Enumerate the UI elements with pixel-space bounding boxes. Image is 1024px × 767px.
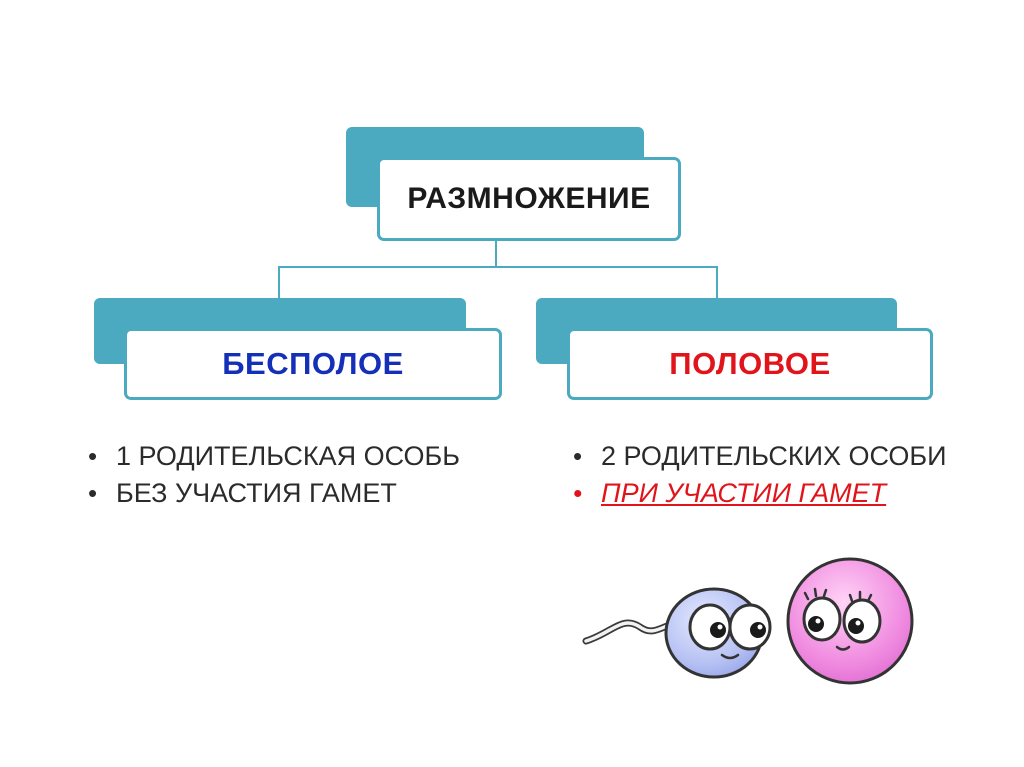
root-node: РАЗМНОЖЕНИЕ [377,157,681,241]
bullet-text: 2 РОДИТЕЛЬСКИХ ОСОБИ [601,441,947,471]
sexual-bullets: • 2 РОДИТЕЛЬСКИХ ОСОБИ • ПРИ УЧАСТИИ ГАМ… [571,438,947,512]
bullet-text: 1 РОДИТЕЛЬСКАЯ ОСОБЬ [116,441,460,471]
bullet-text: ПРИ УЧАСТИИ ГАМЕТ [601,478,887,508]
bullet-dot: • [88,441,98,471]
bullet-text: БЕЗ УЧАСТИЯ ГАМЕТ [116,478,397,508]
list-item-highlighted: • ПРИ УЧАСТИИ ГАМЕТ [571,475,947,512]
sexual-node-label: ПОЛОВОЕ [669,346,831,381]
list-item: • 1 РОДИТЕЛЬСКАЯ ОСОБЬ [86,438,460,475]
asexual-bullets: • 1 РОДИТЕЛЬСКАЯ ОСОБЬ • БЕЗ УЧАСТИЯ ГАМ… [86,438,460,512]
connector-left-drop [278,266,280,299]
connector-right-drop [716,266,718,299]
connector-root-stem [495,241,497,267]
list-item: • БЕЗ УЧАСТИЯ ГАМЕТ [86,475,460,512]
asexual-node-label: БЕСПОЛОЕ [222,346,404,381]
sexual-node: ПОЛОВОЕ [567,328,933,400]
asexual-node: БЕСПОЛОЕ [124,328,502,400]
egg-cell-icon [786,557,914,685]
bullet-dot: • [573,478,583,508]
root-node-label: РАЗМНОЖЕНИЕ [407,182,651,215]
gametes-illustration [582,557,914,685]
bullet-dot: • [88,478,98,508]
bullet-dot: • [573,441,583,471]
sperm-cell-icon [582,587,772,679]
connector-horizontal [278,266,718,268]
list-item: • 2 РОДИТЕЛЬСКИХ ОСОБИ [571,438,947,475]
